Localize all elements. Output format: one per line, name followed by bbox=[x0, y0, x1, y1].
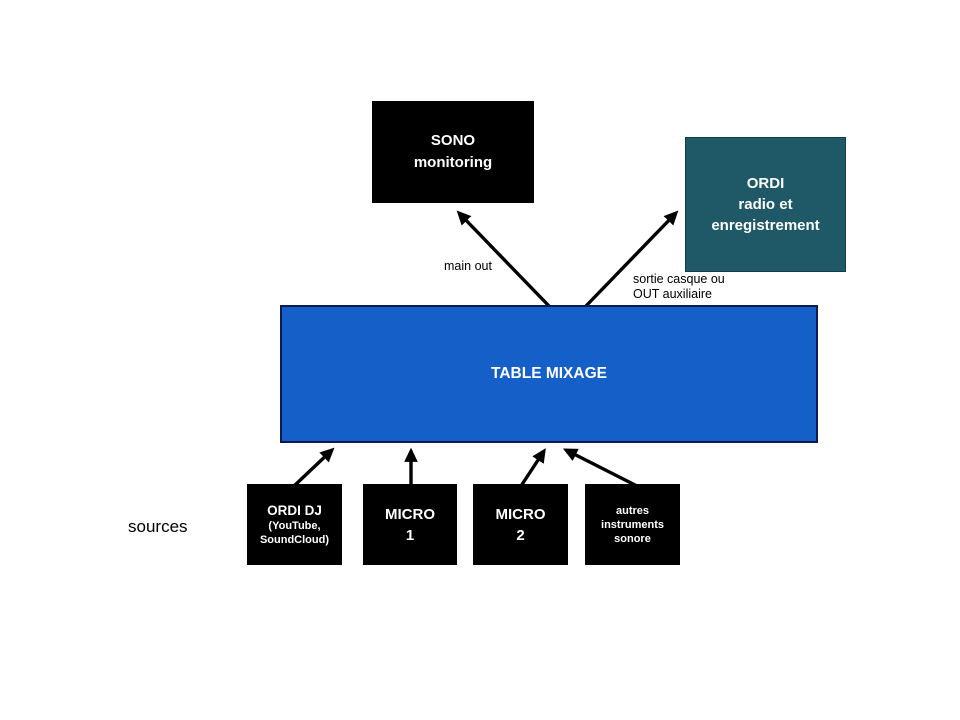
node-micro-2: MICRO 2 bbox=[473, 484, 568, 565]
node-autres-instruments: autres instruments sonore bbox=[585, 484, 680, 565]
node-sono-line1: SONO bbox=[430, 132, 476, 149]
sources-label: sources bbox=[128, 517, 188, 536]
node-ordi-radio-enregistrement: ORDI radio et enregistrement bbox=[685, 137, 846, 272]
node-sono-line2: monitoring bbox=[413, 154, 493, 171]
node-autres-line2: instruments bbox=[601, 518, 664, 531]
node-ordi-dj-title: ORDI DJ bbox=[267, 503, 322, 518]
node-ordi-radio-line2: radio et bbox=[738, 196, 793, 213]
edge-label-main-out: main out bbox=[444, 259, 492, 273]
node-micro-1: MICRO 1 bbox=[363, 484, 457, 565]
edge-label-sortie-line2: OUT auxiliaire bbox=[633, 287, 712, 301]
node-table-mixage: TABLE MIXAGE bbox=[280, 305, 818, 443]
arrow-ordi-dj-to-table bbox=[292, 447, 335, 488]
node-micro-2-line1: MICRO bbox=[495, 505, 546, 523]
edge-label-sortie: sortie casque ou OUT auxiliaire bbox=[633, 272, 725, 302]
node-table-mixage-label: TABLE MIXAGE bbox=[491, 365, 607, 382]
edge-label-sortie-line1: sortie casque ou bbox=[633, 272, 725, 286]
node-micro-1-line2: 1 bbox=[405, 526, 415, 544]
node-micro-2-line2: 2 bbox=[516, 526, 525, 544]
node-autres-line1: autres bbox=[615, 504, 650, 517]
node-ordi-dj: ORDI DJ (YouTube, SoundCloud) bbox=[247, 484, 342, 565]
node-micro-1-line1: MICRO bbox=[385, 505, 435, 523]
node-ordi-dj-sub2: SoundCloud) bbox=[259, 534, 330, 546]
node-sono-monitoring: SONO monitoring bbox=[372, 101, 534, 203]
arrow-autres-to-table bbox=[562, 448, 638, 488]
node-autres-line3: sonore bbox=[614, 532, 651, 545]
node-ordi-radio-line3: enregistrement bbox=[711, 217, 820, 234]
arrow-micro2-to-table bbox=[519, 448, 546, 487]
node-ordi-radio-line1: ORDI bbox=[746, 175, 785, 192]
node-ordi-dj-sub1: (YouTube, bbox=[268, 520, 321, 532]
